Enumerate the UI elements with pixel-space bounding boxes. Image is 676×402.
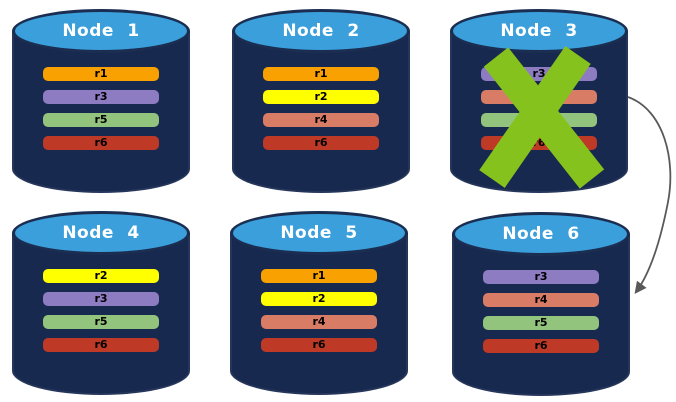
node-1: Node 1 r1 r3 r5 r6 (12, 9, 190, 193)
node-6-title: Node 6 (502, 224, 580, 244)
node-4-title: Node 4 (62, 223, 140, 243)
node-1-replica-r5: r5 (43, 113, 159, 127)
replica-label: r1 (314, 67, 328, 80)
node-6: Node 6 r3 r4 r5 r6 (452, 212, 630, 396)
node-5-replica-r1: r1 (261, 269, 377, 283)
node-5-cylinder-body (230, 233, 408, 395)
node-2-title: Node 2 (282, 21, 360, 41)
replica-label: r3 (94, 90, 108, 103)
node-2-replica-r4: r4 (263, 113, 379, 127)
node-5-replica-r4: r4 (261, 315, 377, 329)
replica-label: r2 (312, 292, 326, 305)
node-5-title: Node 5 (280, 223, 358, 243)
node-1-replica-r1: r1 (43, 67, 159, 81)
replica-label: r4 (534, 293, 548, 306)
node-6-replica-r6: r6 (483, 339, 599, 353)
node-4: Node 4 r2 r3 r5 r6 (12, 211, 190, 395)
node-4-cylinder-body (12, 233, 190, 395)
node-4-cylinder-top: Node 4 (12, 211, 190, 255)
node-2-replica-r6: r6 (263, 136, 379, 150)
node-2-cylinder-top: Node 2 (232, 9, 410, 53)
node-6-cylinder-body (452, 234, 630, 396)
replica-label: r6 (94, 338, 108, 351)
node-4-replica-list: r2 r3 r5 r6 (43, 269, 159, 361)
replica-label: r5 (94, 113, 108, 126)
node-2-replica-r1: r1 (263, 67, 379, 81)
replica-label: r5 (534, 316, 548, 329)
node-5-cylinder-top: Node 5 (230, 211, 408, 255)
replica-label: r3 (94, 292, 108, 305)
node-2-replica-list: r1 r2 r4 r6 (263, 67, 379, 159)
node-1-replica-r3: r3 (43, 90, 159, 104)
node-6-replica-r3: r3 (483, 270, 599, 284)
replica-label: r1 (94, 67, 108, 80)
node-4-replica-r3: r3 (43, 292, 159, 306)
node-2-replica-r2: r2 (263, 90, 379, 104)
node-6-cylinder-top: Node 6 (452, 212, 630, 256)
node-1-cylinder-top: Node 1 (12, 9, 190, 53)
replica-label: r2 (314, 90, 328, 103)
replica-label: r6 (314, 136, 328, 149)
replica-label: r6 (94, 136, 108, 149)
failure-x-icon (479, 46, 605, 189)
node-2-cylinder-body (232, 31, 410, 193)
node-1-replica-r6: r6 (43, 136, 159, 150)
replica-label: r4 (314, 113, 328, 126)
node-5-replica-r6: r6 (261, 338, 377, 352)
node-5-replica-r2: r2 (261, 292, 377, 306)
node-6-replica-r5: r5 (483, 316, 599, 330)
replica-label: r1 (312, 269, 326, 282)
node-5-replica-list: r1 r2 r4 r6 (261, 269, 377, 361)
replica-label: r3 (532, 67, 546, 80)
node-1-title: Node 1 (62, 21, 140, 41)
node-6-replica-list: r3 r4 r5 r6 (483, 270, 599, 362)
node-3-title: Node 3 (500, 21, 578, 41)
node-4-replica-r2: r2 (43, 269, 159, 283)
replica-label: r6 (534, 339, 548, 352)
replica-label: r3 (534, 270, 548, 283)
node-4-replica-r6: r6 (43, 338, 159, 352)
node-6-replica-r4: r4 (483, 293, 599, 307)
replica-label: r6 (312, 338, 326, 351)
node-4-replica-r5: r5 (43, 315, 159, 329)
replica-label: r2 (94, 269, 108, 282)
node-1-replica-list: r1 r3 r5 r6 (43, 67, 159, 159)
node-3-cylinder-top: Node 3 (450, 9, 628, 53)
replica-label: r4 (312, 315, 326, 328)
replica-label: r5 (94, 315, 108, 328)
node-5: Node 5 r1 r2 r4 r6 (230, 211, 408, 395)
node-2: Node 2 r1 r2 r4 r6 (232, 9, 410, 193)
